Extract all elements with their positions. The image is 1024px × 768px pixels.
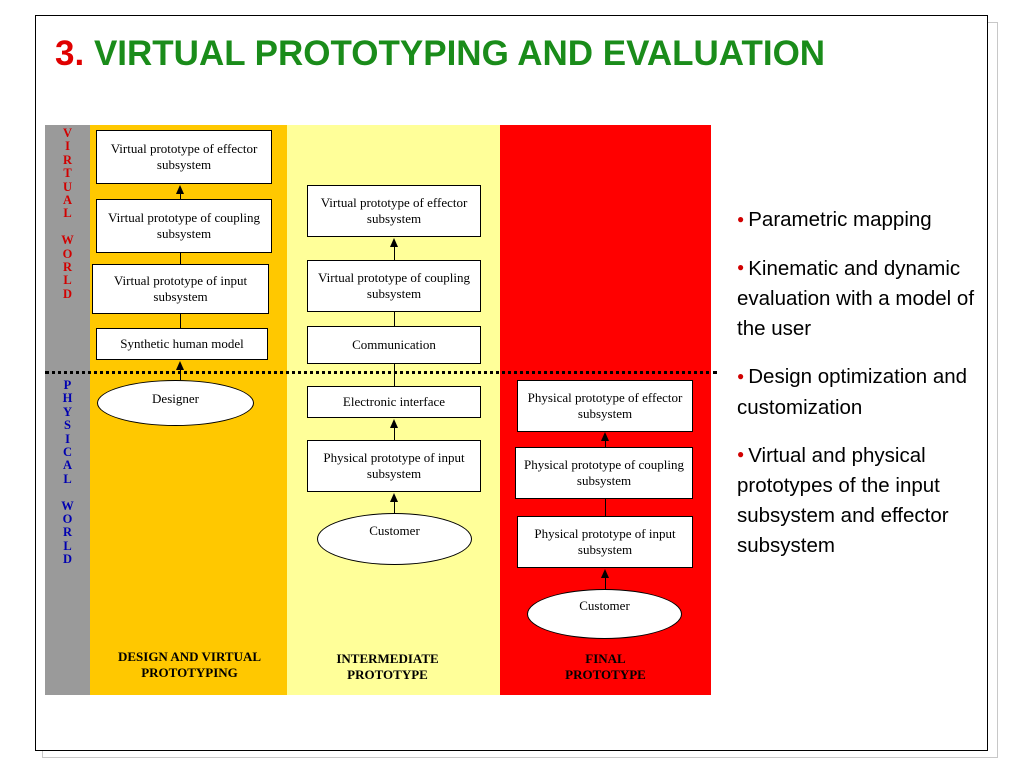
arrow-up-icon — [176, 361, 184, 370]
bullet-item: ●Kinematic and dynamic evaluation with a… — [737, 256, 975, 341]
intermediate-box-electronic-interface: Electronic interface — [307, 386, 481, 418]
final-customer-ellipse: Customer — [527, 589, 682, 639]
title-text: VIRTUAL PROTOTYPING AND EVALUATION — [93, 34, 826, 73]
intermediate-box-coupling: Virtual prototype of coupling subsystem — [307, 260, 481, 312]
intermediate-customer-ellipse: Customer — [317, 513, 472, 565]
intermediate-box-communication: Communication — [307, 326, 481, 364]
virtual-physical-divider — [45, 371, 717, 374]
connector-line — [394, 364, 395, 386]
design-column-label: DESIGN AND VIRTUAL PROTOTYPING — [117, 649, 262, 680]
designer-ellipse: Designer — [97, 380, 254, 426]
intermediate-column-label: INTERMEDIATE PROTOTYPE — [336, 651, 439, 682]
intermediate-box-effector: Virtual prototype of effector subsystem — [307, 185, 481, 237]
bullet-item: ●Parametric mapping — [737, 208, 932, 231]
final-box-input: Physical prototype of input subsystem — [517, 516, 693, 568]
connector-line — [180, 369, 181, 380]
design-box-coupling: Virtual prototype of coupling subsystem — [96, 199, 272, 253]
bullet-list: ●Parametric mapping ●Kinematic and dynam… — [737, 205, 997, 579]
title-number: 3. — [55, 34, 85, 73]
connector-line — [394, 427, 395, 440]
final-column-label: FINAL PROTOTYPE — [565, 651, 646, 682]
intermediate-box-input: Physical prototype of input subsystem — [307, 440, 481, 492]
connector-line — [180, 253, 181, 264]
arrow-up-icon — [390, 493, 398, 502]
arrow-up-icon — [176, 185, 184, 194]
connector-line — [605, 577, 606, 589]
bullet-item: ●Design optimization and customization — [737, 365, 968, 419]
connector-line — [605, 440, 606, 447]
connector-line — [605, 499, 606, 516]
bullet-dot-icon: ● — [737, 260, 745, 275]
slide-title: 3. VIRTUAL PROTOTYPING AND EVALUATION — [55, 32, 825, 76]
final-box-coupling: Physical prototype of coupling subsystem — [515, 447, 693, 499]
world-label-column — [45, 125, 90, 695]
design-box-input: Virtual prototype of input subsystem — [92, 264, 269, 314]
connector-line — [394, 246, 395, 260]
design-box-effector: Virtual prototype of effector subsystem — [96, 130, 272, 184]
final-box-effector: Physical prototype of effector subsystem — [517, 380, 693, 432]
bullet-dot-icon: ● — [737, 211, 745, 226]
connector-line — [394, 312, 395, 326]
arrow-up-icon — [601, 432, 609, 441]
connector-line — [394, 501, 395, 513]
connector-line — [180, 193, 181, 199]
arrow-up-icon — [390, 238, 398, 247]
bullet-item: ●Virtual and physical prototypes of the … — [737, 443, 949, 558]
design-box-human-model: Synthetic human model — [96, 328, 268, 360]
virtual-world-label: V I R T U A L W O R L D — [61, 126, 74, 301]
bullet-dot-icon: ● — [737, 368, 745, 383]
arrow-up-icon — [390, 419, 398, 428]
arrow-up-icon — [601, 569, 609, 578]
bullet-dot-icon: ● — [737, 447, 745, 462]
connector-line — [180, 314, 181, 328]
physical-world-label: P H Y S I C A L W O R L D — [61, 378, 74, 567]
